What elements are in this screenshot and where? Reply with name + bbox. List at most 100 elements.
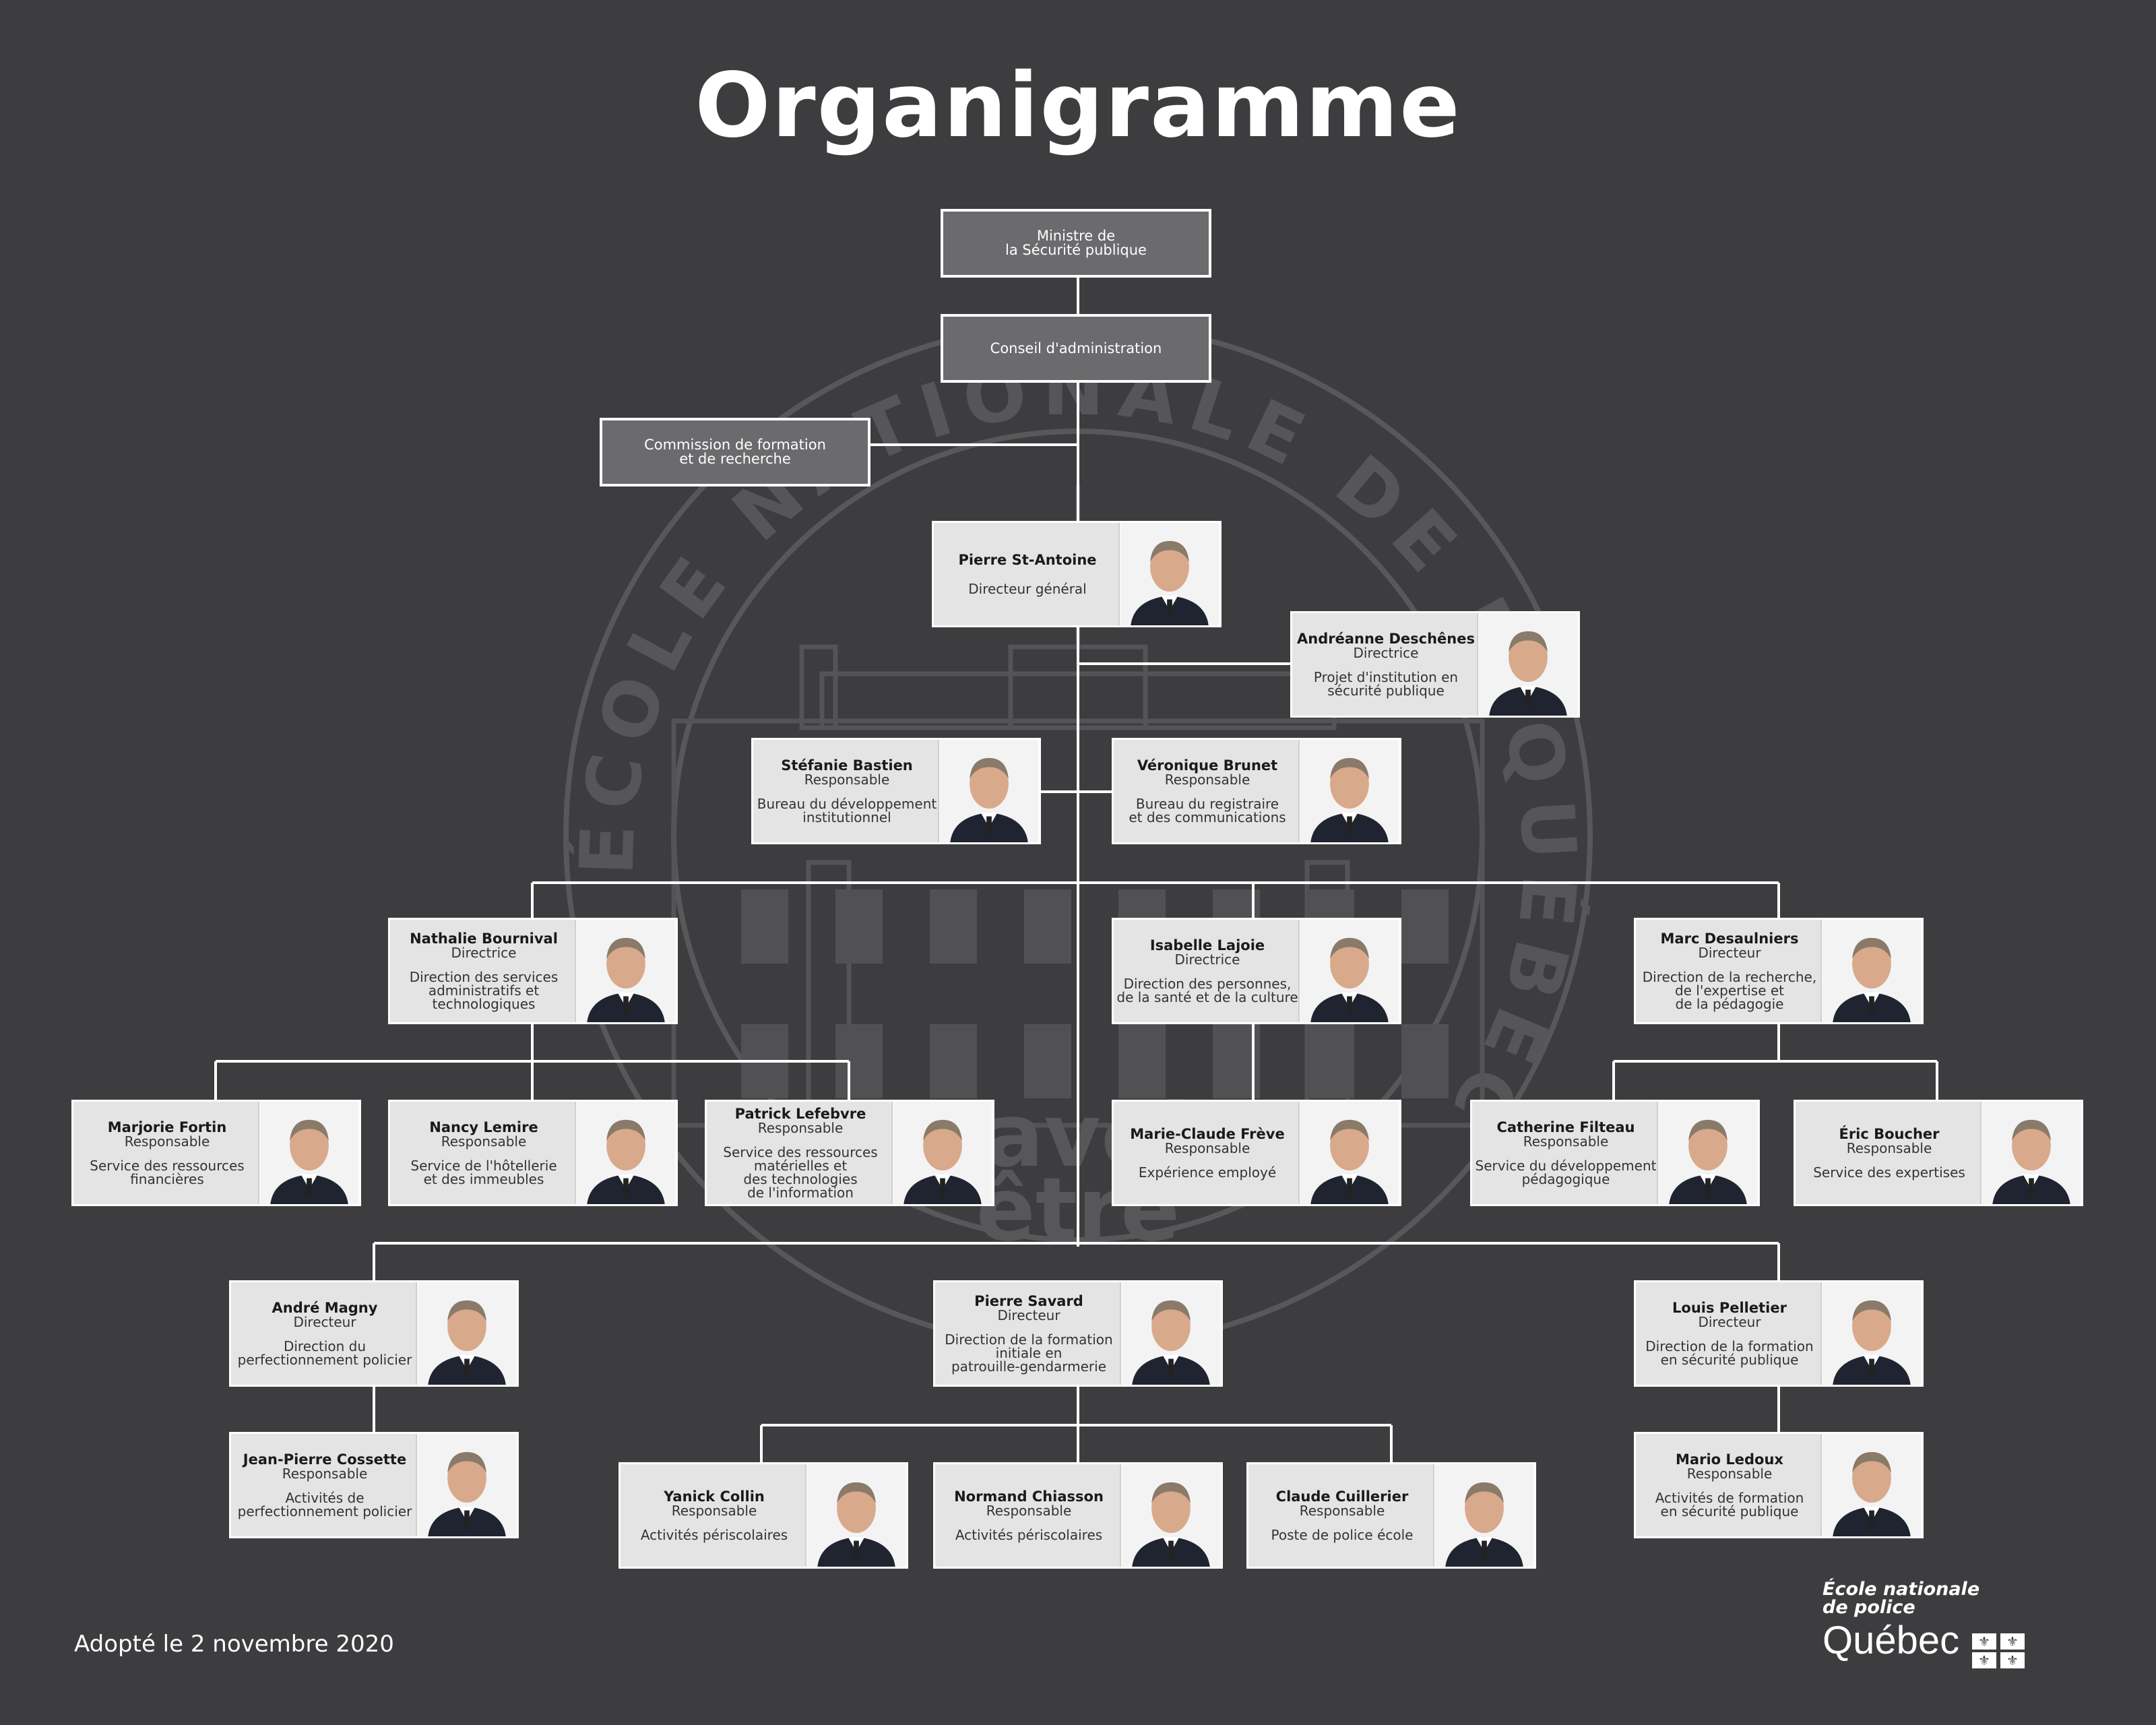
person-role: Directeur [293,1313,356,1330]
person-role: Responsable [757,1119,844,1136]
person-role: Responsable [804,771,890,788]
person-name: Pierre St-Antoine [958,551,1097,568]
person-role: Responsable [986,1502,1072,1519]
quebec-flag-icon: ⚜ ⚜ ⚜ ⚜ [1971,1631,2027,1670]
person-unit: Service de l'hôtellerie et des immeubles [410,1157,557,1187]
minister-label: Ministre de la Sécurité publique [1005,228,1147,258]
person-role: Directeur général [968,580,1087,597]
person-unit: Activités de perfectionnement policier [237,1489,412,1519]
person-role: Directrice [1174,951,1240,968]
person-name: Catherine Filteau [1496,1119,1635,1135]
person-name: Nancy Lemire [429,1119,538,1135]
person-role: Directeur [1698,1313,1761,1330]
person-photo [1118,523,1219,625]
person-name: Marc Desaulniers [1660,930,1799,947]
person-name: Jean-Pierre Cossette [243,1451,407,1468]
person-name: Mario Ledoux [1676,1451,1783,1468]
person-photo [1980,1102,2081,1204]
person-unit: Direction du perfectionnement policier [237,1338,412,1368]
commission-box[interactable]: Commission de formation et de recherche [600,418,870,487]
person-name: Marie-Claude Frève [1130,1125,1285,1142]
board-box[interactable]: Conseil d'administration [941,314,1211,383]
person-role: Responsable [441,1133,527,1150]
svg-text:⚜: ⚜ [2006,1633,2019,1650]
person-role: Responsable [282,1465,368,1482]
person-role: Directeur [997,1307,1060,1323]
svg-text:⚜: ⚜ [2006,1652,2019,1668]
person-role: Responsable [1846,1139,1932,1156]
person-role: Responsable [1164,771,1250,788]
person-name: Nathalie Bournival [410,930,558,947]
person-unit: Poste de police école [1271,1526,1414,1543]
person-name: Stéfanie Bastien [781,757,913,774]
person-photo [1433,1464,1534,1567]
person-unit: Direction de la recherche, de l'expertis… [1642,968,1817,1012]
person-unit: Direction de la formation initiale en pa… [945,1331,1113,1375]
person-photo [1657,1102,1758,1204]
person-name: Pierre Savard [974,1292,1083,1309]
person-photo [1820,1434,1922,1536]
person-name: Louis Pelletier [1672,1299,1787,1316]
person-unit: Expérience employé [1138,1164,1277,1181]
minister-box[interactable]: Ministre de la Sécurité publique [941,209,1211,278]
person-unit: Service des ressources financières [90,1157,245,1187]
person-photo [258,1102,359,1204]
brand-school-name: École nationale de police [1822,1579,1980,1618]
person-unit: Activités de formation en sécurité publi… [1655,1489,1804,1519]
person-photo [891,1102,992,1204]
commission-label: Commission de formation et de recherche [644,437,826,467]
svg-text:⚜: ⚜ [1978,1652,1990,1668]
person-unit: Service des expertises [1813,1164,1965,1181]
person-unit: Service des ressources matérielles et de… [723,1143,878,1201]
person-name: André Magny [272,1299,378,1316]
person-photo [1120,1464,1221,1567]
person-photo [575,1102,676,1204]
page-title: Organigramme [695,54,1461,158]
person-name: Yanick Collin [664,1488,765,1505]
person-name: Claude Cuillerier [1275,1488,1409,1505]
quebec-police-school-logo: École nationale de police Québec ⚜⚜ ⚜⚜ [1822,1580,2092,1670]
person-role: Directrice [451,944,517,961]
person-name: Isabelle Lajoie [1149,937,1265,953]
person-unit: Service du développement pédagogique [1475,1157,1657,1187]
person-name: Véronique Brunet [1137,757,1278,774]
person-name: Normand Chiasson [954,1488,1104,1505]
person-name: Marjorie Fortin [107,1119,227,1135]
person-photo [805,1464,906,1567]
board-label: Conseil d'administration [990,340,1162,356]
svg-text:⚜: ⚜ [1978,1633,1990,1650]
person-name: Éric Boucher [1839,1125,1940,1142]
